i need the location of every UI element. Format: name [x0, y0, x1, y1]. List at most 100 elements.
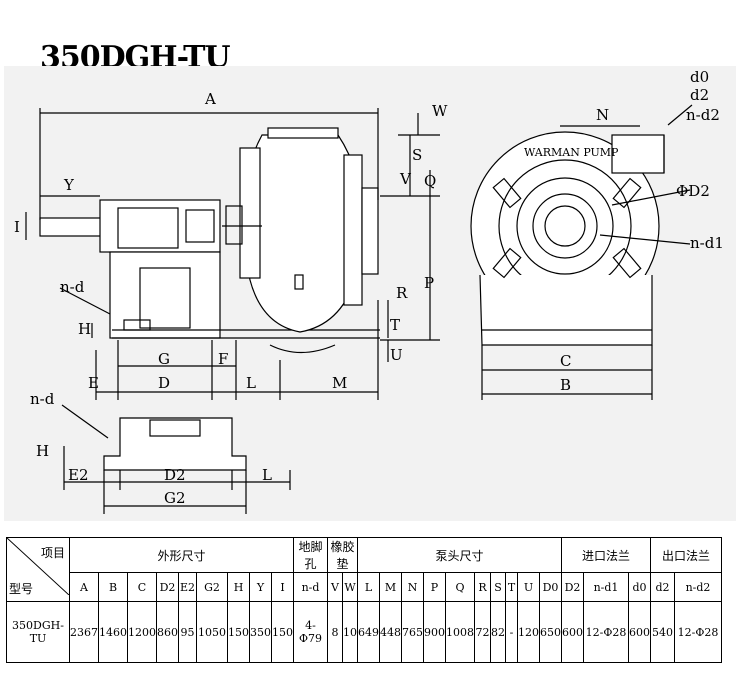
column-header: I: [271, 572, 294, 602]
group-header-outlet-flange: 出口法兰: [650, 537, 722, 573]
group-header-rubber-pad: 橡胶垫: [327, 537, 358, 573]
column-header: C: [127, 572, 157, 602]
dim-label-m: M: [332, 374, 347, 392]
column-header: V: [327, 572, 343, 602]
dim-label-d0: d0: [690, 68, 709, 86]
dim-label-n-d2: n-d2: [686, 106, 720, 124]
table-cell: 120: [517, 601, 540, 663]
column-header: P: [423, 572, 446, 602]
table-cell: 448: [379, 601, 402, 663]
dim-label-n-d-base: n-d: [30, 390, 55, 408]
table-cell: 12-Φ28: [674, 601, 722, 663]
table-cell: 1050: [196, 601, 228, 663]
table-cell: 4-Φ79: [293, 601, 328, 663]
table-cell: 650: [539, 601, 562, 663]
table-cell: 95: [178, 601, 197, 663]
dim-label-f: F: [218, 350, 228, 368]
table-cell: 10: [342, 601, 358, 663]
table-cell: 2367: [69, 601, 99, 663]
column-header: R: [474, 572, 491, 602]
column-header: n-d1: [583, 572, 629, 602]
dim-label-a: A: [204, 90, 216, 108]
dim-label-r: R: [396, 284, 408, 302]
dim-label-l-base: L: [262, 466, 272, 484]
table-cell: 1200: [127, 601, 157, 663]
column-header: D0: [539, 572, 562, 602]
dim-label-g2: G2: [164, 489, 186, 507]
column-header: W: [342, 572, 358, 602]
table-cell: -: [505, 601, 518, 663]
dim-label-v: V: [399, 170, 412, 188]
dim-label-g: G: [158, 350, 170, 368]
dim-label-i: I: [14, 218, 20, 236]
column-header: Q: [445, 572, 475, 602]
brand-text: WARMAN PUMP: [524, 146, 619, 159]
dim-label-s: S: [412, 146, 422, 164]
column-header: A: [69, 572, 99, 602]
table-cell: 649: [357, 601, 380, 663]
column-header: E2: [178, 572, 197, 602]
column-header: M: [379, 572, 402, 602]
column-header: d2: [650, 572, 675, 602]
table-cell: 860: [156, 601, 179, 663]
table-cell: 765: [401, 601, 424, 663]
dim-label-phi-d2: ΦD2: [676, 182, 710, 200]
dim-label-n-d: n-d: [60, 278, 85, 296]
table-cell: 150: [271, 601, 294, 663]
dim-label-e2: E2: [68, 466, 89, 484]
table-cell: 150: [227, 601, 250, 663]
column-header: G2: [196, 572, 228, 602]
table-cell: 540: [650, 601, 675, 663]
column-header: B: [98, 572, 128, 602]
column-header: N: [401, 572, 424, 602]
diagonal-divider: [7, 538, 69, 595]
dim-label-t: T: [390, 316, 400, 334]
dim-label-q: Q: [424, 172, 436, 190]
table-cell: 72: [474, 601, 491, 663]
group-header-inlet-flange: 进口法兰: [561, 537, 651, 573]
column-header: d0: [628, 572, 651, 602]
table-cell: 1460: [98, 601, 128, 663]
column-header: D2: [561, 572, 584, 602]
technical-drawing: A W S V Q Y I n-d H R P T U G F E D L M …: [4, 66, 736, 521]
dim-label-d: D: [158, 374, 170, 392]
table-cell: 82: [490, 601, 506, 663]
dim-label-h-base: H: [36, 442, 49, 460]
dim-label-n: N: [596, 106, 609, 124]
table-corner-cell: 项目 型号: [6, 537, 70, 602]
column-header: U: [517, 572, 540, 602]
table-cell: 8: [327, 601, 343, 663]
dim-label-l: L: [246, 374, 256, 392]
dim-label-h: H: [78, 320, 91, 338]
dim-label-b: B: [560, 376, 571, 394]
column-header: T: [505, 572, 518, 602]
dim-label-p: P: [424, 274, 434, 292]
dim-label-d2: D2: [164, 466, 186, 484]
table-cell: 350: [249, 601, 272, 663]
group-header-pump-head: 泵头尺寸: [357, 537, 562, 573]
table-cell: 600: [628, 601, 651, 663]
column-header: n-d: [293, 572, 328, 602]
group-header-outline: 外形尺寸: [69, 537, 294, 573]
header-model: 型号: [9, 582, 34, 596]
column-header: D2: [156, 572, 179, 602]
dim-label-u: U: [390, 346, 403, 364]
header-item: 项目: [40, 546, 65, 560]
column-header: Y: [249, 572, 272, 602]
dim-label-y: Y: [63, 176, 75, 194]
dim-label-c: C: [560, 352, 571, 370]
dim-label-w: W: [432, 102, 448, 120]
group-header-foot-hole: 地脚孔: [293, 537, 328, 573]
dim-label-d2-small: d2: [690, 86, 709, 104]
table-group-row: 项目 型号 外形尺寸 地脚孔 橡胶垫 泵头尺寸 进口法兰 出口法兰: [6, 537, 722, 602]
table-cell: 12-Φ28: [583, 601, 629, 663]
table-cell: 1008: [445, 601, 475, 663]
column-header: n-d2: [674, 572, 722, 602]
dim-label-e: E: [88, 374, 99, 392]
column-header: S: [490, 572, 506, 602]
column-header: L: [357, 572, 380, 602]
model-cell: 350DGH-TU: [6, 601, 70, 663]
